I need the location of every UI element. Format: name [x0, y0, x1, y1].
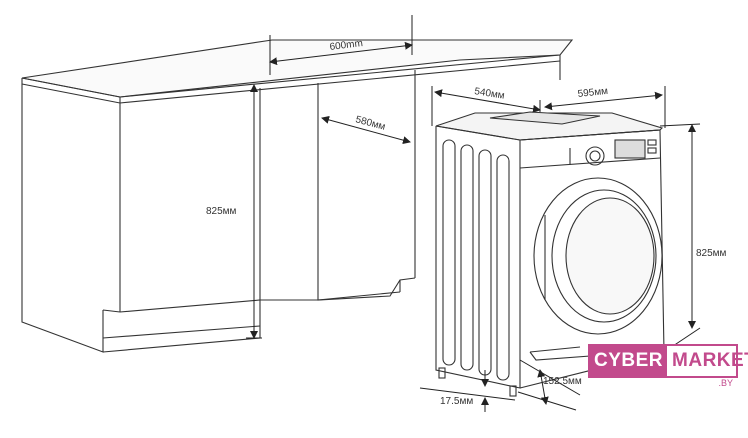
dim-152-label: 152.5мм — [543, 376, 582, 387]
dim-580-label: 580мм — [354, 114, 386, 133]
dim-600-label: 600mm — [329, 38, 363, 53]
dim-825-cabinet-label: 825мм — [206, 206, 237, 217]
dim-595-label: 595мм — [577, 86, 609, 100]
dim-17-label: 17.5мм — [440, 396, 473, 407]
dim-540-label: 540мм — [474, 86, 506, 102]
cybermarket-logo: CYBER MARKET .BY — [588, 344, 748, 388]
logo-part-c: .BY — [718, 378, 733, 388]
kitchen-cabinet — [21, 39, 574, 353]
logo-part-a: CYBER — [590, 346, 668, 376]
washing-machine — [435, 111, 665, 397]
washer-dimension-lines — [419, 86, 701, 412]
dim-825-washer-label: 825мм — [696, 248, 727, 259]
logo-part-b: MARKET — [672, 350, 748, 371]
cabinet-dimension-lines — [246, 15, 413, 339]
